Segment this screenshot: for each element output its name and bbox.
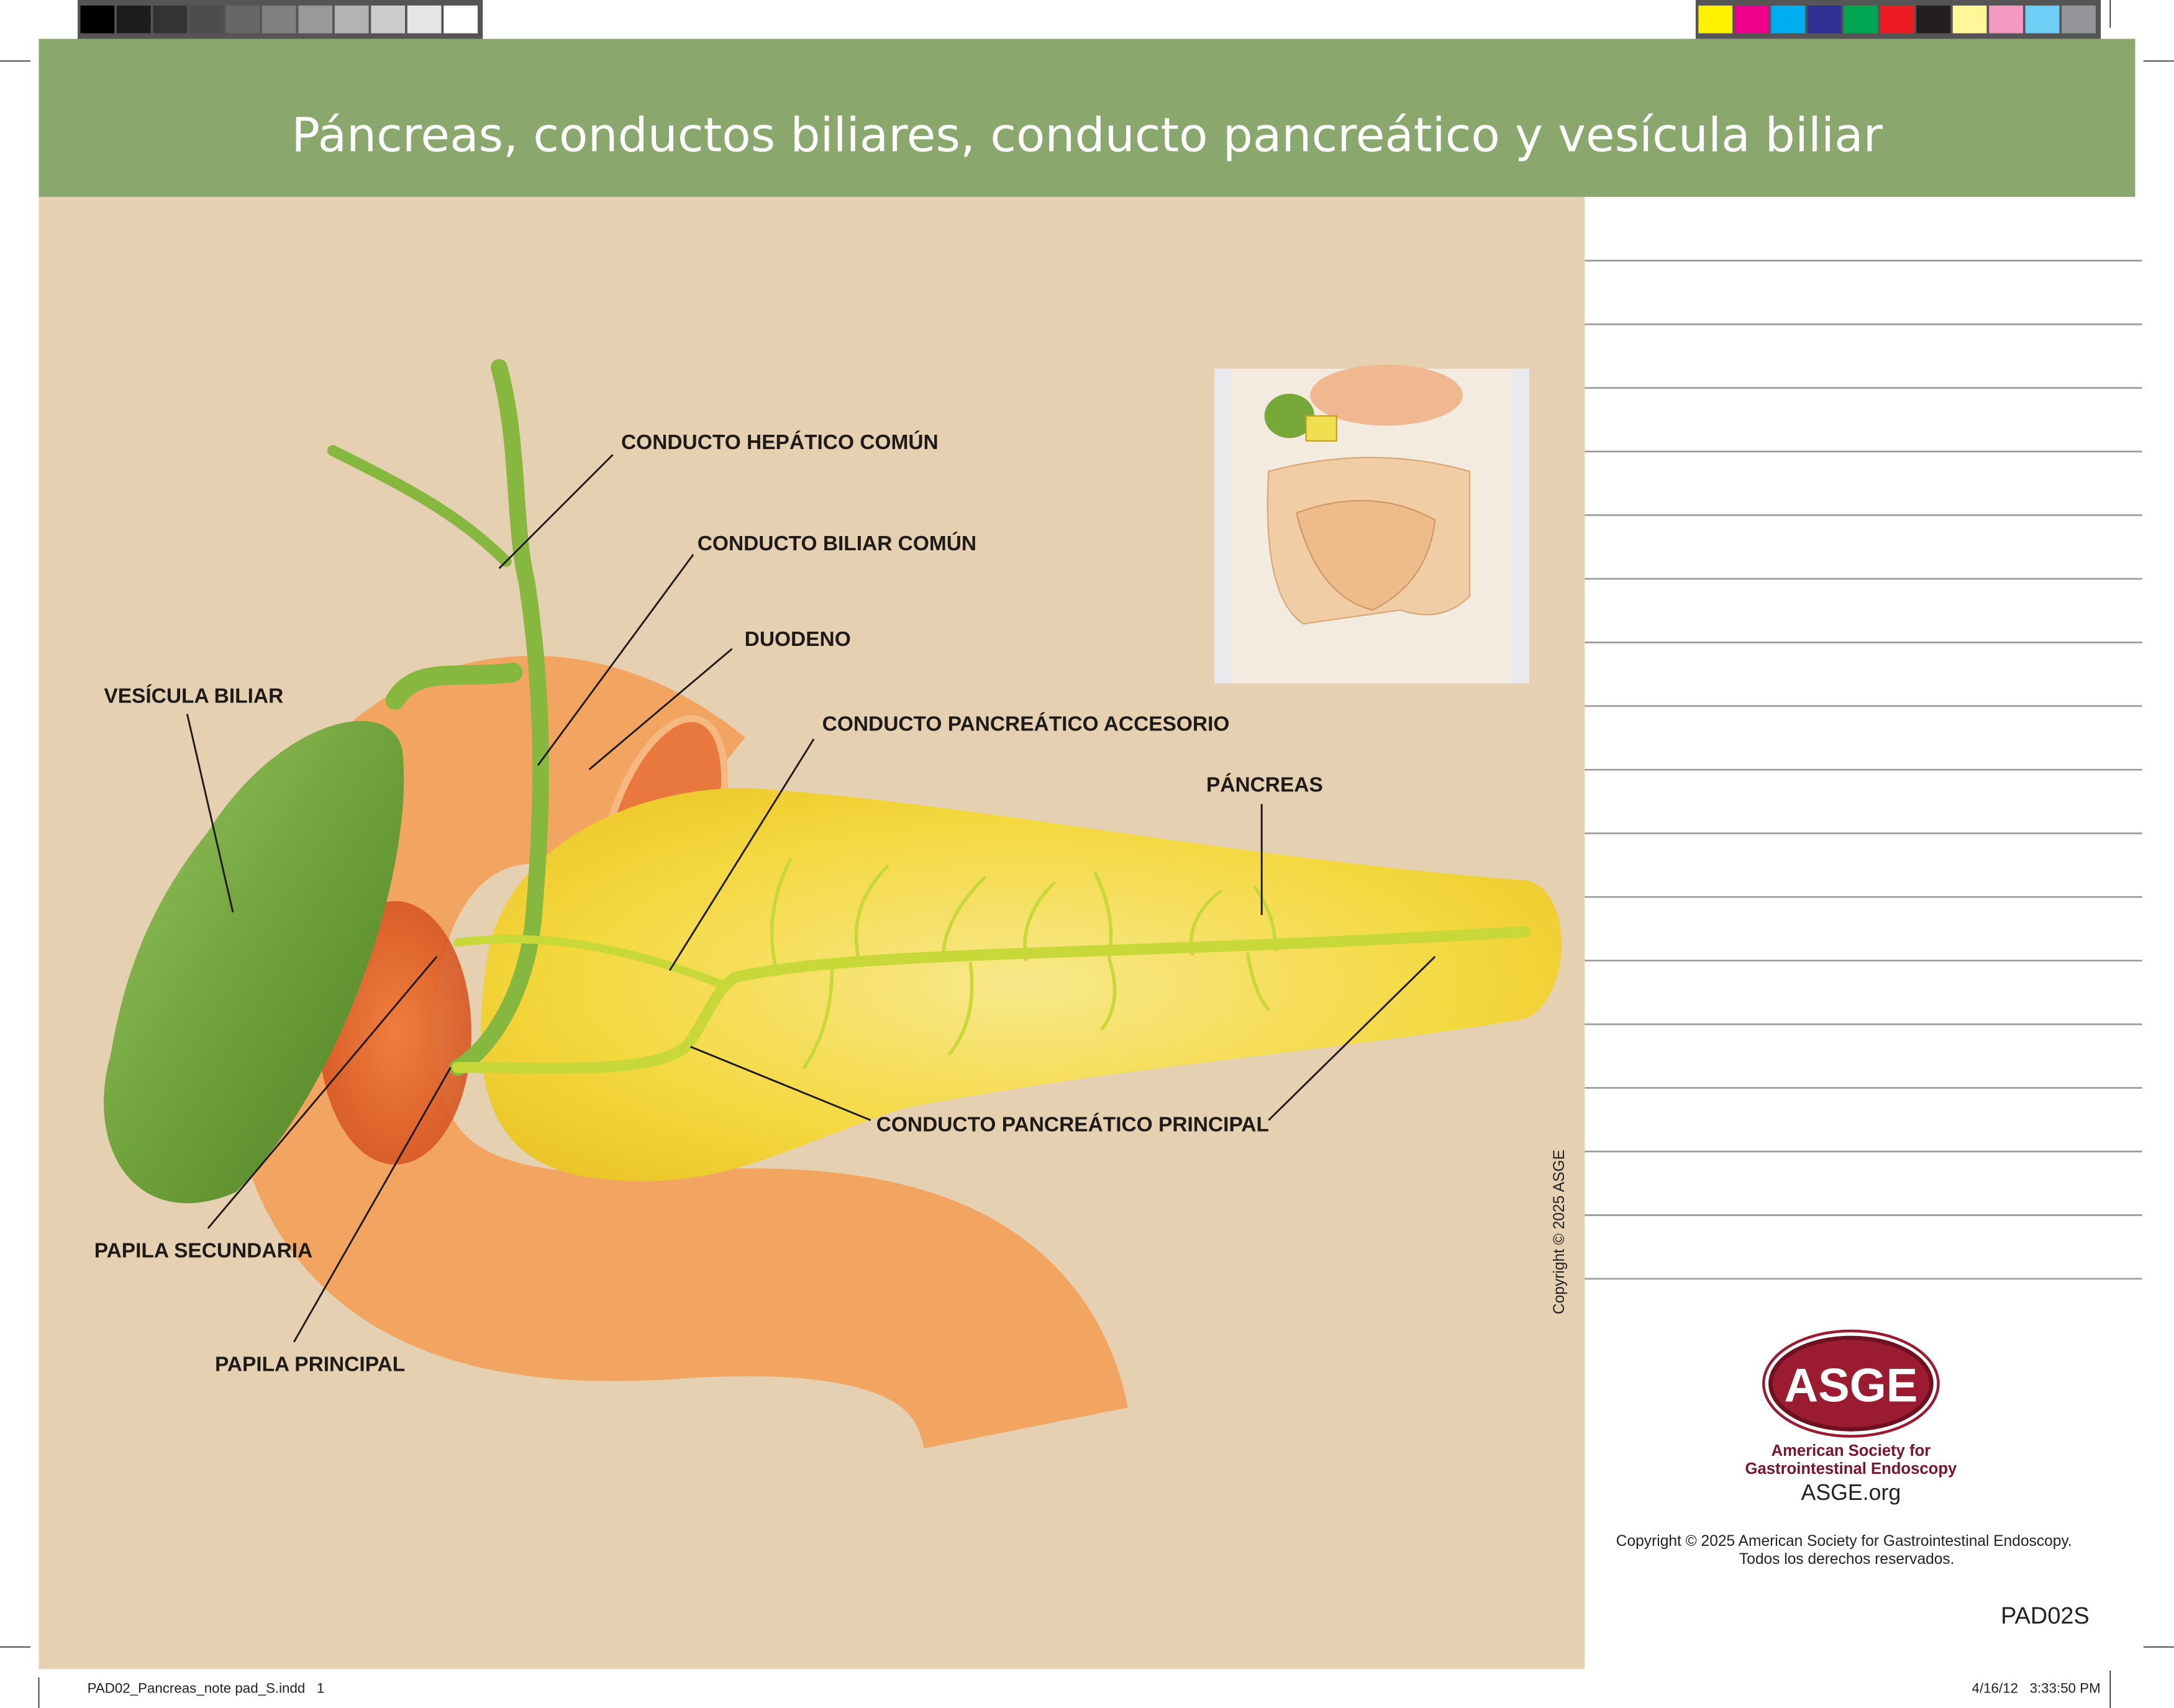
calibration-swatch [262, 5, 296, 34]
calibration-swatch [2062, 5, 2096, 34]
calibration-swatch [80, 5, 115, 34]
calibration-swatch [1698, 5, 1733, 34]
calibration-swatch [1989, 5, 2023, 34]
header-banner [39, 39, 2135, 197]
calibration-swatch [407, 5, 442, 34]
calibration-swatch [1880, 5, 1914, 34]
calibration-swatch [2025, 5, 2060, 34]
note-lines [1585, 260, 2142, 1280]
label-pancreas: PÁNCREAS [1206, 773, 1323, 797]
calibration-swatch [1771, 5, 1806, 34]
inset-abdomen-image [1214, 365, 1530, 684]
calibration-swatch [443, 5, 478, 34]
copyright-line2: Todos los derechos reservados. [1739, 1551, 1955, 1568]
calibration-swatch [1734, 5, 1769, 34]
calibration-swatch [1952, 5, 1987, 34]
leader-lines [186, 454, 1436, 1343]
product-code: PAD02S [2001, 1603, 2090, 1629]
logo-line1: American Society for [1771, 1442, 1931, 1460]
footer-filename: PAD02_Pancreas_note pad_S.indd 1 [88, 1680, 325, 1696]
color-calibration-bars [1695, 0, 2101, 39]
calibration-swatch [298, 5, 333, 34]
calibration-swatch [1844, 5, 1878, 34]
logo-line2: Gastrointestinal Endoscopy [1745, 1460, 1957, 1478]
calibration-swatch [334, 5, 369, 34]
footer-timestamp: 4/16/12 3:33:50 PM [1972, 1680, 2101, 1696]
gray-calibration-bars [78, 0, 483, 39]
pancreas-shape [481, 788, 1562, 1181]
label-main-pancreatic-duct: CONDUCTO PANCREÁTICO PRINCIPAL [876, 1112, 1269, 1136]
label-common-hepatic-duct: CONDUCTO HEPÁTICO COMÚN [621, 430, 939, 454]
calibration-swatch [153, 5, 188, 34]
logo-acronym: ASGE [1784, 1360, 1917, 1412]
logo-website[interactable]: ASGE.org [1801, 1480, 1901, 1505]
asge-logo: ASGE American Society for Gastrointestin… [1745, 1329, 1957, 1505]
illustration-copyright: Copyright © 2025 ASGE [1551, 1150, 1568, 1314]
calibration-swatch [1916, 5, 1950, 34]
label-gallbladder: VESÍCULA BILIAR [104, 684, 283, 708]
gallbladder-shape [104, 720, 404, 1204]
calibration-swatch [225, 5, 260, 34]
calibration-swatch [189, 5, 224, 34]
anatomy-illustration [104, 359, 1562, 1451]
label-common-bile-duct: CONDUCTO BILIAR COMÚN [698, 532, 976, 555]
label-minor-papilla: PAPILA SECUNDARIA [94, 1240, 312, 1263]
calibration-swatch [116, 5, 151, 34]
page-title: Páncreas, conductos biliares, conducto p… [291, 107, 1883, 162]
calibration-swatch [1807, 5, 1842, 34]
label-duodenum: DUODENO [745, 628, 851, 651]
copyright-line1: Copyright © 2025 American Society for Ga… [1616, 1533, 2072, 1550]
label-major-papilla: PAPILA PRINCIPAL [215, 1353, 405, 1376]
duodenum-shape [227, 655, 1128, 1451]
label-accessory-pancreatic-duct: CONDUCTO PANCREÁTICO ACCESORIO [822, 712, 1230, 735]
calibration-swatch [371, 5, 406, 34]
